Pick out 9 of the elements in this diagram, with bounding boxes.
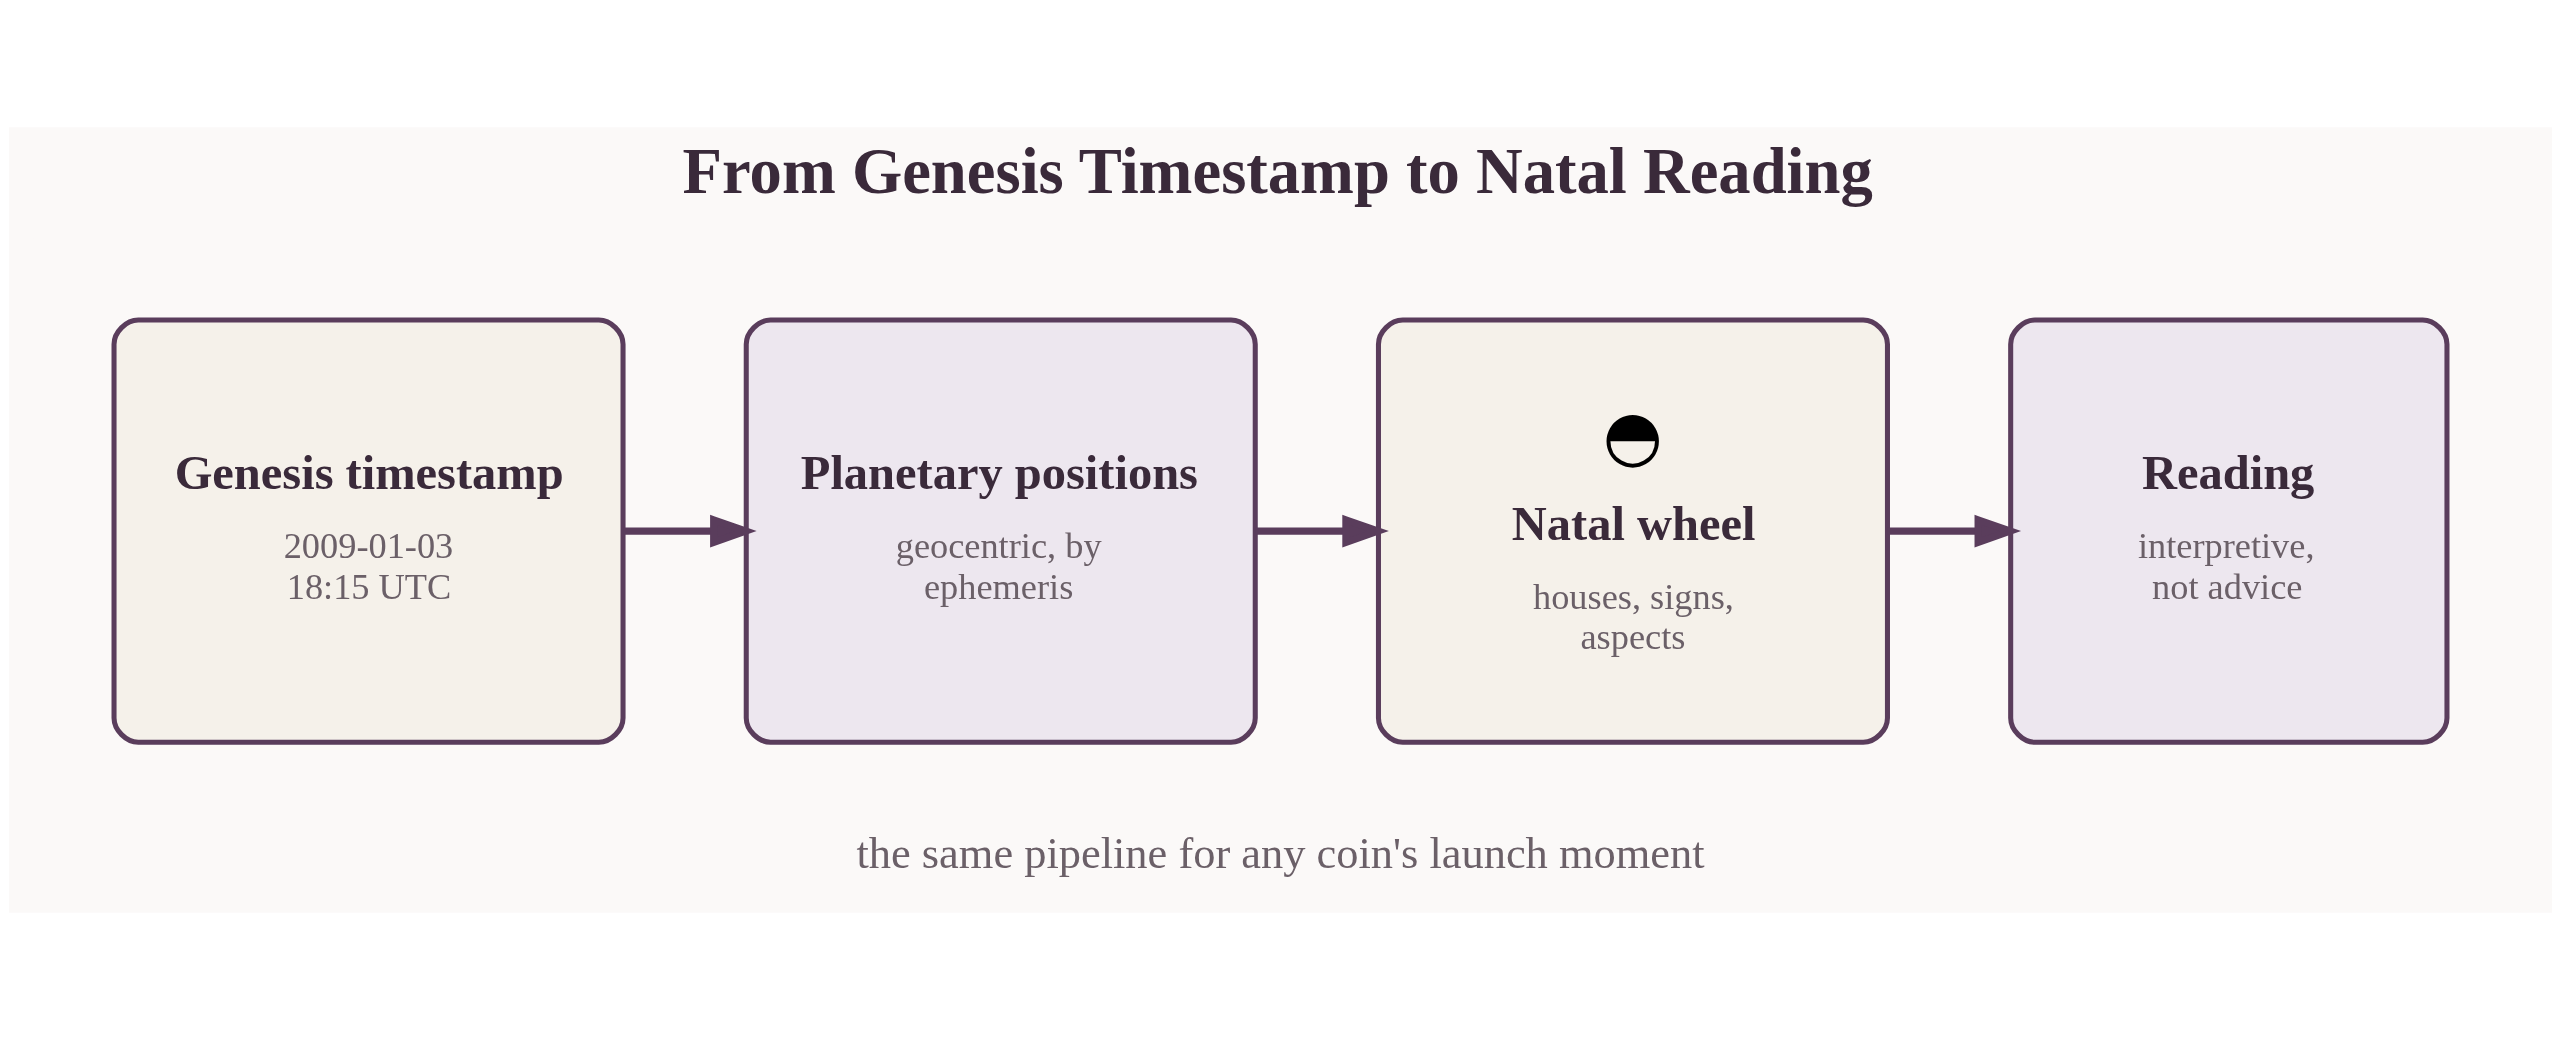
node-box: Planetary positions geocentric, by ephemeris <box>743 317 1258 745</box>
arrow <box>622 514 757 548</box>
node-box: Reading interpretive, not advice <box>2007 317 2449 745</box>
node-box: Genesis timestamp 2009-01-03 18:15 UTC <box>111 317 626 745</box>
arrow <box>1255 514 1389 548</box>
node-box: ◓ Natal wheel houses, signs, aspects <box>1375 317 1890 745</box>
diagram-title: From Genesis Timestamp to Natal Reading <box>682 134 1873 207</box>
arrow <box>1887 514 2021 548</box>
caption: the same pipeline for any coin's launch moment <box>855 827 1705 878</box>
